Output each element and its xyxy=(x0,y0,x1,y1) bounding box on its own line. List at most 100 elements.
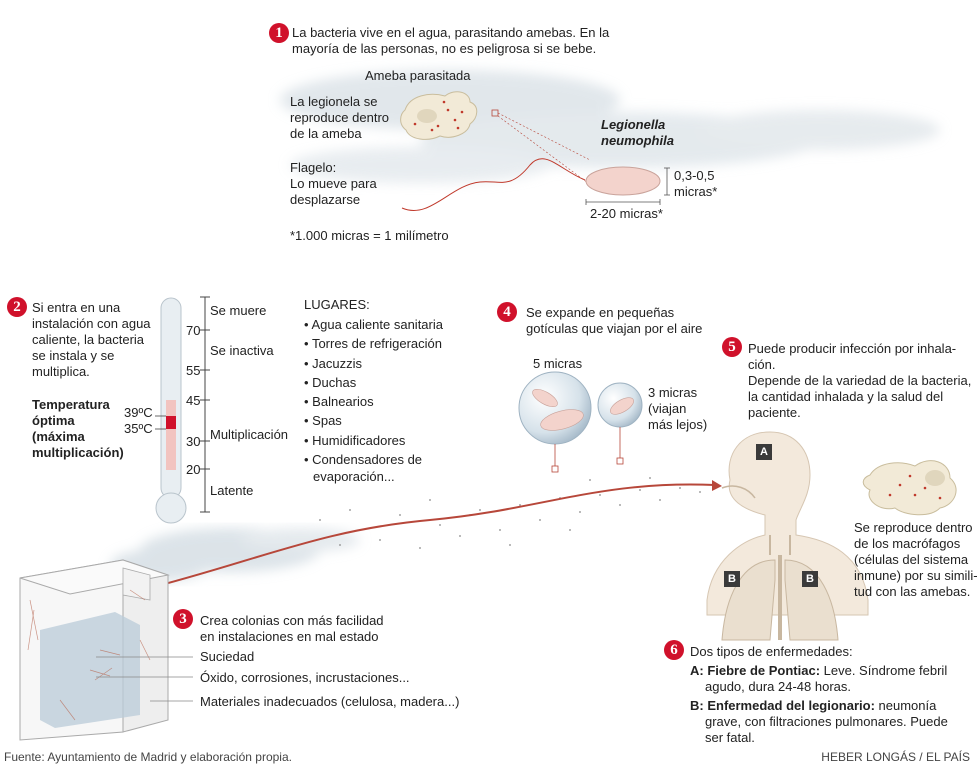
step-1-number: 1 xyxy=(269,23,289,43)
species-line-1: Legionella xyxy=(601,117,666,132)
optimal-line-3: (máxima xyxy=(32,429,85,444)
amoeba-label: Ameba parasitada xyxy=(365,68,471,83)
reproduce-line-2: reproduce dentro xyxy=(290,110,390,125)
place-item: Balnearios xyxy=(304,392,454,411)
flagelo-line-3: desplazarse xyxy=(290,192,361,207)
disease-b-text-3: ser fatal. xyxy=(705,730,755,745)
disease-a-text-2: agudo, dura 24-48 horas. xyxy=(705,679,851,694)
step-5-line-5: paciente. xyxy=(748,405,801,420)
scale-label-20: 20 xyxy=(186,462,201,477)
step-2-number: 2 xyxy=(7,297,27,317)
species-name: Legionella neumophila xyxy=(601,117,674,149)
place-item: Duchas xyxy=(304,373,454,392)
water-tank xyxy=(19,559,170,741)
droplet-small-line-3: más lejos) xyxy=(648,417,708,432)
temperature-scale xyxy=(200,296,210,513)
reproduce-line-1: La legionela se xyxy=(290,94,378,109)
step-3-number: 3 xyxy=(173,609,193,629)
infection-trajectory xyxy=(141,483,716,591)
flagelo-line-2: Lo mueve para xyxy=(290,176,377,191)
label-oxido: Óxido, corrosiones, incrustaciones... xyxy=(200,670,410,685)
macrophage-line-3: (células del sistema xyxy=(854,552,969,567)
optimal-line-1: Temperatura xyxy=(32,397,110,412)
step-1-line-2: mayoría de las personas, no es peligrosa… xyxy=(292,41,597,56)
optimal-line-4: multiplicación) xyxy=(32,445,124,460)
step-3-line-2: en instalaciones en mal estado xyxy=(200,629,379,644)
badge-b-right-lung: B xyxy=(802,571,818,587)
label-materiales: Materiales inadecuados (celulosa, madera… xyxy=(200,694,460,709)
scale-label-70: 70 xyxy=(186,323,201,338)
air-cloud xyxy=(110,528,360,581)
human-silhouette xyxy=(706,431,869,641)
thermometer xyxy=(155,297,187,524)
step-5-line-3: Depende de la variedad de la bacteria, xyxy=(748,373,972,388)
disease-b: B: Enfermedad del legionario: neumonía g… xyxy=(690,698,975,746)
step-2-description: Si entra en una instalación con agua cal… xyxy=(32,300,162,380)
droplet-small-line-2: (viajan xyxy=(648,401,687,416)
macrophage-line-2: de los macrófagos xyxy=(854,536,961,551)
disease-a-label: A: Fiebre de Pontiac: xyxy=(690,663,821,678)
droplet-large-label: 5 micras xyxy=(533,356,583,371)
step-2-line-3: caliente, la bacteria xyxy=(32,332,145,347)
step-5-number: 5 xyxy=(722,337,742,357)
place-item: Jacuzzis xyxy=(304,354,454,373)
scale-label-55: 55 xyxy=(186,363,201,378)
disease-b-text-1: neumonía xyxy=(874,698,937,713)
step-4-line-2: gotículas que viajan por el aire xyxy=(526,321,703,336)
step-6-description: Dos tipos de enfermedades: A: Fiebre de … xyxy=(690,644,975,746)
place-item: Spas xyxy=(304,411,454,430)
step-6-number: 6 xyxy=(664,640,684,660)
badge-b-left-lung: B xyxy=(724,571,740,587)
place-item: Agua caliente sanitaria xyxy=(304,315,454,334)
step-5-description: Puede producir infección por inhala- ció… xyxy=(748,341,978,421)
step-4-line-1: Se expande en pequeñas xyxy=(526,305,675,320)
badge-a-head: A xyxy=(756,444,772,460)
flagelo-line-1: Flagelo: xyxy=(290,160,337,175)
step-3-line-1: Crea colonias con más facilidad xyxy=(200,613,384,628)
place-item-continuation: evaporación... xyxy=(313,469,395,485)
step-2-line-2: instalación con agua xyxy=(32,316,151,331)
flagelo-label: Flagelo: Lo mueve para desplazarse xyxy=(290,160,377,208)
step-1-line-1: La bacteria vive en el agua, parasitando… xyxy=(292,25,610,40)
macrophage-line-4: inmune) por su simili- xyxy=(854,568,978,583)
footer-credit: HEBER LONGÁS / EL PAÍS xyxy=(821,750,970,764)
water-cloud xyxy=(280,70,940,183)
width-line-2: micras* xyxy=(674,184,718,199)
reproduce-label: La legionela se reproduce dentro de la a… xyxy=(290,94,389,142)
disease-a-text-1: Leve. Síndrome febril xyxy=(820,663,948,678)
zone-latente: Latente xyxy=(210,483,254,498)
temp-low-label: 35ºC xyxy=(124,421,153,436)
width-line-1: 0,3-0,5 xyxy=(674,168,715,183)
reproduce-line-3: de la ameba xyxy=(290,126,362,141)
macrophage-description: Se reproduce dentro de los macrófagos (c… xyxy=(854,520,979,600)
width-measure: 0,3-0,5 micras* xyxy=(674,168,717,200)
amoeba-illustration xyxy=(400,91,478,140)
scale-label-30: 30 xyxy=(186,434,201,449)
disease-b-text-2: grave, con filtraciones pulmonares. Pued… xyxy=(705,714,948,729)
zone-multiplicacion: Multiplicación xyxy=(210,427,289,442)
optimal-line-2: óptima xyxy=(32,413,75,428)
droplet-5-micras xyxy=(518,371,592,473)
step-6-title: Dos tipos de enfermedades: xyxy=(690,644,853,659)
places-list: LUGARES: Agua caliente sanitaria Torres … xyxy=(304,297,454,485)
step-2-line-5: multiplica. xyxy=(32,364,90,379)
places-title: LUGARES: xyxy=(304,297,370,312)
droplet-3-micras xyxy=(597,382,643,465)
aerosol-particles xyxy=(319,477,701,549)
micron-footnote: *1.000 micras = 1 milímetro xyxy=(290,228,449,243)
zone-se-muere: Se muere xyxy=(210,303,267,318)
step-5-line-2: ción. xyxy=(748,357,776,372)
place-item: Torres de refrigeración xyxy=(304,334,454,353)
step-4-description: Se expande en pequeñas gotículas que via… xyxy=(526,305,702,337)
step-2-line-4: se instala y se xyxy=(32,348,115,363)
optimal-temperature-label: Temperatura óptima (máxima multiplicació… xyxy=(32,397,124,461)
legionella-bacterium xyxy=(401,158,661,211)
scale-label-45: 45 xyxy=(186,393,201,408)
temp-high-label: 39ºC xyxy=(124,405,153,420)
species-line-2: neumophila xyxy=(601,133,674,148)
zone-se-inactiva: Se inactiva xyxy=(210,343,274,358)
macrophage-line-1: Se reproduce dentro xyxy=(854,520,973,535)
place-item: Humidificadores xyxy=(304,431,454,450)
step-4-number: 4 xyxy=(497,302,517,322)
